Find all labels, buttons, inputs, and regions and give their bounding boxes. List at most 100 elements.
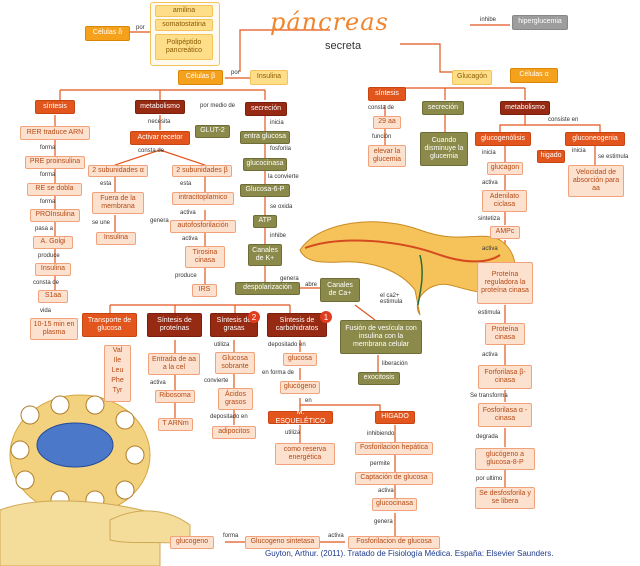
- glucogeno-final-node: glucogeno: [170, 536, 214, 549]
- aa-ile: Ile: [105, 356, 130, 366]
- fosforilasa-alpha-node: Fosforilasa α - cinasa: [478, 403, 532, 427]
- label-genera-2: genera: [280, 276, 299, 282]
- sintesis-proteinas-node: Síntesis de proteínas: [147, 313, 202, 337]
- glucogenolisis-node: glucogenólisis: [475, 132, 531, 146]
- canales-k-node: Canales de K+: [248, 244, 282, 266]
- glucocinasa-node: glucocinasa: [372, 498, 417, 511]
- label-consta-de-1: consta de: [138, 148, 164, 154]
- glucocinasa-sec-node: glucocinasa: [243, 158, 287, 171]
- sintesis-carbohidratos-node: Síntesis de carbohidratos: [267, 313, 327, 337]
- alpha-cells-node: Células α: [510, 68, 558, 83]
- label-consta-de-2: consta de: [33, 280, 59, 286]
- label-estimula: estimula: [478, 310, 500, 316]
- label-inicia-3: inicia: [572, 148, 586, 154]
- entra-glucosa-node: entra glucosa: [240, 131, 290, 144]
- reserva-node: como reserva energética: [275, 443, 335, 465]
- glucagon-inicia-node: glucagon: [487, 162, 523, 175]
- label-se-oxida: se oxida: [270, 204, 292, 210]
- aa-tyr: Tyr: [105, 386, 130, 396]
- proinsulina-node: PROInsulina: [30, 209, 80, 222]
- desfosforila-node: Se desfosforila y se libera: [475, 487, 535, 509]
- aa-val: Val: [105, 346, 130, 356]
- subtitle: secreta: [325, 40, 361, 52]
- label-inhibe-top: inhibe: [480, 17, 496, 23]
- glucagon-sintesis-node: síntesis: [368, 87, 406, 101]
- label-activa-5: activa: [482, 180, 498, 186]
- label-inicia-1: inicia: [270, 120, 284, 126]
- transporte-glucosa-node: Transporte de glucosa: [82, 313, 137, 337]
- label-vida: vida: [40, 308, 51, 314]
- glucosa-6p-node: Glucosa-6-P: [240, 184, 290, 197]
- preproinsulina-node: PRE proinsulina: [25, 156, 85, 169]
- glucosa-sobrante-node: Glucosa sobrante: [215, 352, 255, 374]
- re-dobla-node: RE se dobla: [27, 183, 82, 196]
- glucagon-node: Glucagón: [452, 70, 492, 85]
- fusion-vesicula-node: Fusión de vesícula con insulina con la m…: [340, 320, 422, 354]
- fuera-membrana-node: Fuera de la membrana: [92, 192, 144, 214]
- higado-node: HIGADO: [375, 411, 415, 424]
- activar-recetor-node: Activar recetor: [130, 131, 190, 145]
- glucogeno-glucosa-node: glucógeno a glucosa-8-P: [475, 448, 535, 470]
- proteina-cinasa-node: Proteína cinasa: [485, 323, 525, 345]
- label-depositado-2: depositado en: [268, 342, 306, 348]
- hyperglycemia-node: hiperglucemia: [512, 15, 568, 30]
- gluconeogenia-node: gluconeogenia: [565, 132, 625, 146]
- fosforilacion-glucosa-node: Fosforilacion de glucosa: [348, 536, 440, 549]
- glucogeno-sintetasa-node: Glucogeno sintetasa: [245, 536, 320, 549]
- adipocitos-node: adipocitos: [212, 426, 256, 439]
- label-activa-2: activa: [182, 236, 198, 242]
- label-pasa-a: pasa a: [35, 226, 53, 232]
- label-genera-1: genera: [150, 218, 169, 224]
- label-activa-1: activa: [180, 210, 196, 216]
- label-inhibe-k: inhibe: [270, 233, 286, 239]
- adenilato-ciclasa-node: Adenilato ciclasa: [482, 190, 527, 212]
- tirosina-cinasa-node: Tirosina cinasa: [185, 246, 225, 268]
- label-activa-4: activa: [328, 533, 344, 539]
- label-degrada: degrada: [476, 434, 498, 440]
- label-necesita: necesita: [148, 119, 170, 125]
- alpha-subunits-node: 2 subunidades α: [88, 165, 148, 177]
- label-sintetiza: sintetiza: [478, 216, 500, 222]
- citation: Guyton, Arthur. (2011). Tratado de Fisio…: [265, 549, 553, 558]
- 29aa-node: 29 aa: [373, 116, 401, 129]
- captacion-glucosa-node: Captación de glucosa: [355, 472, 433, 485]
- amilina-node: amilina: [155, 5, 213, 17]
- label-en: en: [305, 398, 312, 404]
- intracitoplamico-node: intracitoplamico: [172, 192, 234, 205]
- label-forma-1: forma: [40, 145, 55, 151]
- insulin-sintesis-node: síntesis: [35, 100, 75, 114]
- label-inicia-2: inicia: [482, 150, 496, 156]
- glut2-node: GLUT-2: [195, 125, 230, 138]
- label-por-ultimo: por ultimo: [476, 476, 502, 482]
- musculo-node: M. ESQUELÉTICO: [268, 411, 333, 424]
- irs-node: IRS: [192, 284, 217, 297]
- aa-leu: Leu: [105, 366, 130, 376]
- label-forma-4: forma: [223, 533, 238, 539]
- higado-glucagon-node: higado: [537, 150, 565, 163]
- label-consta-de-3: consta de: [368, 105, 394, 111]
- label-depositado-1: depositado en: [210, 414, 248, 420]
- label-ca-estimula: el ca2+ estimula: [380, 293, 420, 306]
- label-utiliza-1: utiliza: [214, 342, 229, 348]
- acidos-grasos-node: Ácidos grasos: [218, 388, 253, 410]
- label-produce-2: produce: [38, 253, 60, 259]
- label-por-delta: por: [136, 25, 145, 31]
- beta-cells-node: Células β: [178, 70, 223, 85]
- ampc-node: AMPc: [490, 226, 520, 239]
- label-por-medio: por medio de: [200, 103, 235, 109]
- label-en-forma-de: en forma de: [262, 370, 294, 376]
- insulin-node: Insulina: [250, 70, 288, 85]
- golgi-node: A. Golgi: [33, 236, 73, 249]
- insulina-produced-node: Insulina: [35, 263, 71, 276]
- insulin-secrecion-node: secreción: [245, 102, 287, 116]
- elevar-glucemia-node: elevar la glucemia: [368, 145, 406, 167]
- despolarizacion-node: despolarización: [235, 282, 300, 295]
- page-title: páncreas: [270, 8, 389, 36]
- label-por-beta: por: [231, 70, 240, 76]
- somatostatina-node: somatostatina: [155, 19, 213, 31]
- label-esta-1: esta: [100, 181, 111, 187]
- rer-node: RER traduce ARN: [20, 126, 90, 140]
- label-liberacion: liberación: [382, 361, 408, 367]
- label-la-convierte: la convierte: [268, 174, 299, 180]
